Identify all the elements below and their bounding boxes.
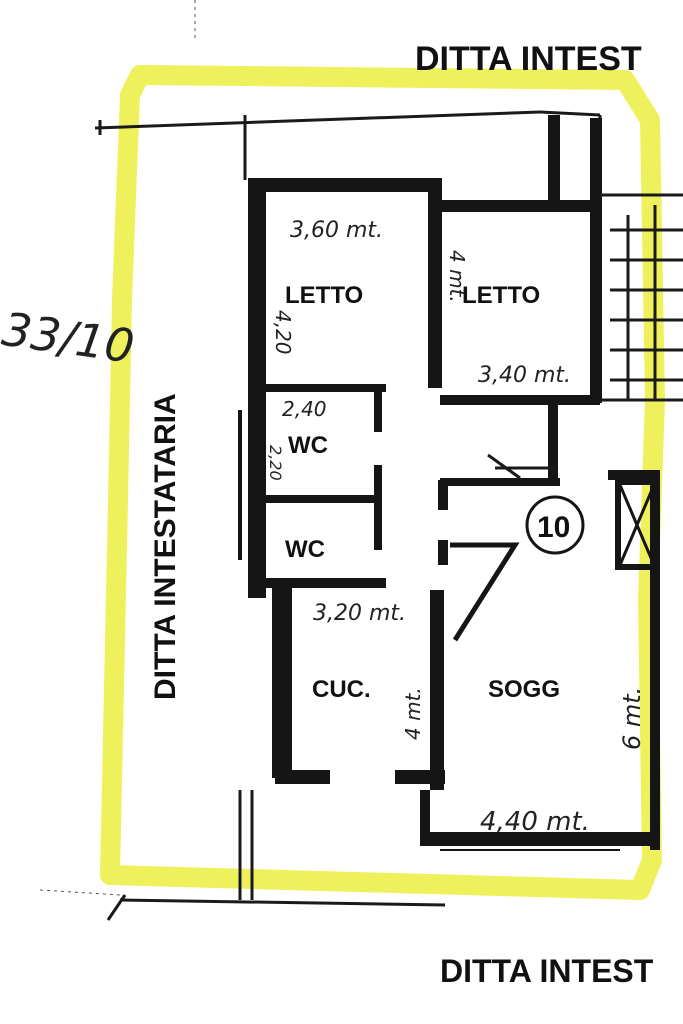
walls [248,115,660,850]
living-width: 4,40 mt. [480,807,590,837]
wc2-name: WC [285,536,325,563]
highlight-boundary [100,65,665,900]
bottom-neighbor-label: DITTA INTEST [440,953,654,989]
kitchen-name: CUC. [312,676,371,703]
doors [238,410,620,900]
stairs [600,193,683,402]
unit-number: 10 [537,511,570,544]
living-name: SOGG [488,676,560,703]
bed1-depth: 4,20 [271,310,295,355]
bed1-width: 3,60 mt. [290,218,383,243]
wc1-width: 2,40 [282,397,327,421]
unit-number-circle [525,495,585,555]
wc1-depth: 2,20 [266,445,285,481]
top-neighbor-label: DITTA INTEST [415,40,642,78]
kitchen-width: 3,20 mt. [313,601,406,626]
bed2-depth: 4 mt. [445,250,469,303]
bed2-name: LETTO [462,282,540,309]
kitchen-depth: 4 mt. [401,687,425,740]
living-depth: 6 mt. [618,687,646,750]
left-neighbor-label: DITTA INTESTATARIA [149,393,182,700]
wc1-name: WC [288,432,328,459]
bed2-width: 3,40 mt. [478,363,571,388]
bed1-name: LETTO [285,282,363,309]
